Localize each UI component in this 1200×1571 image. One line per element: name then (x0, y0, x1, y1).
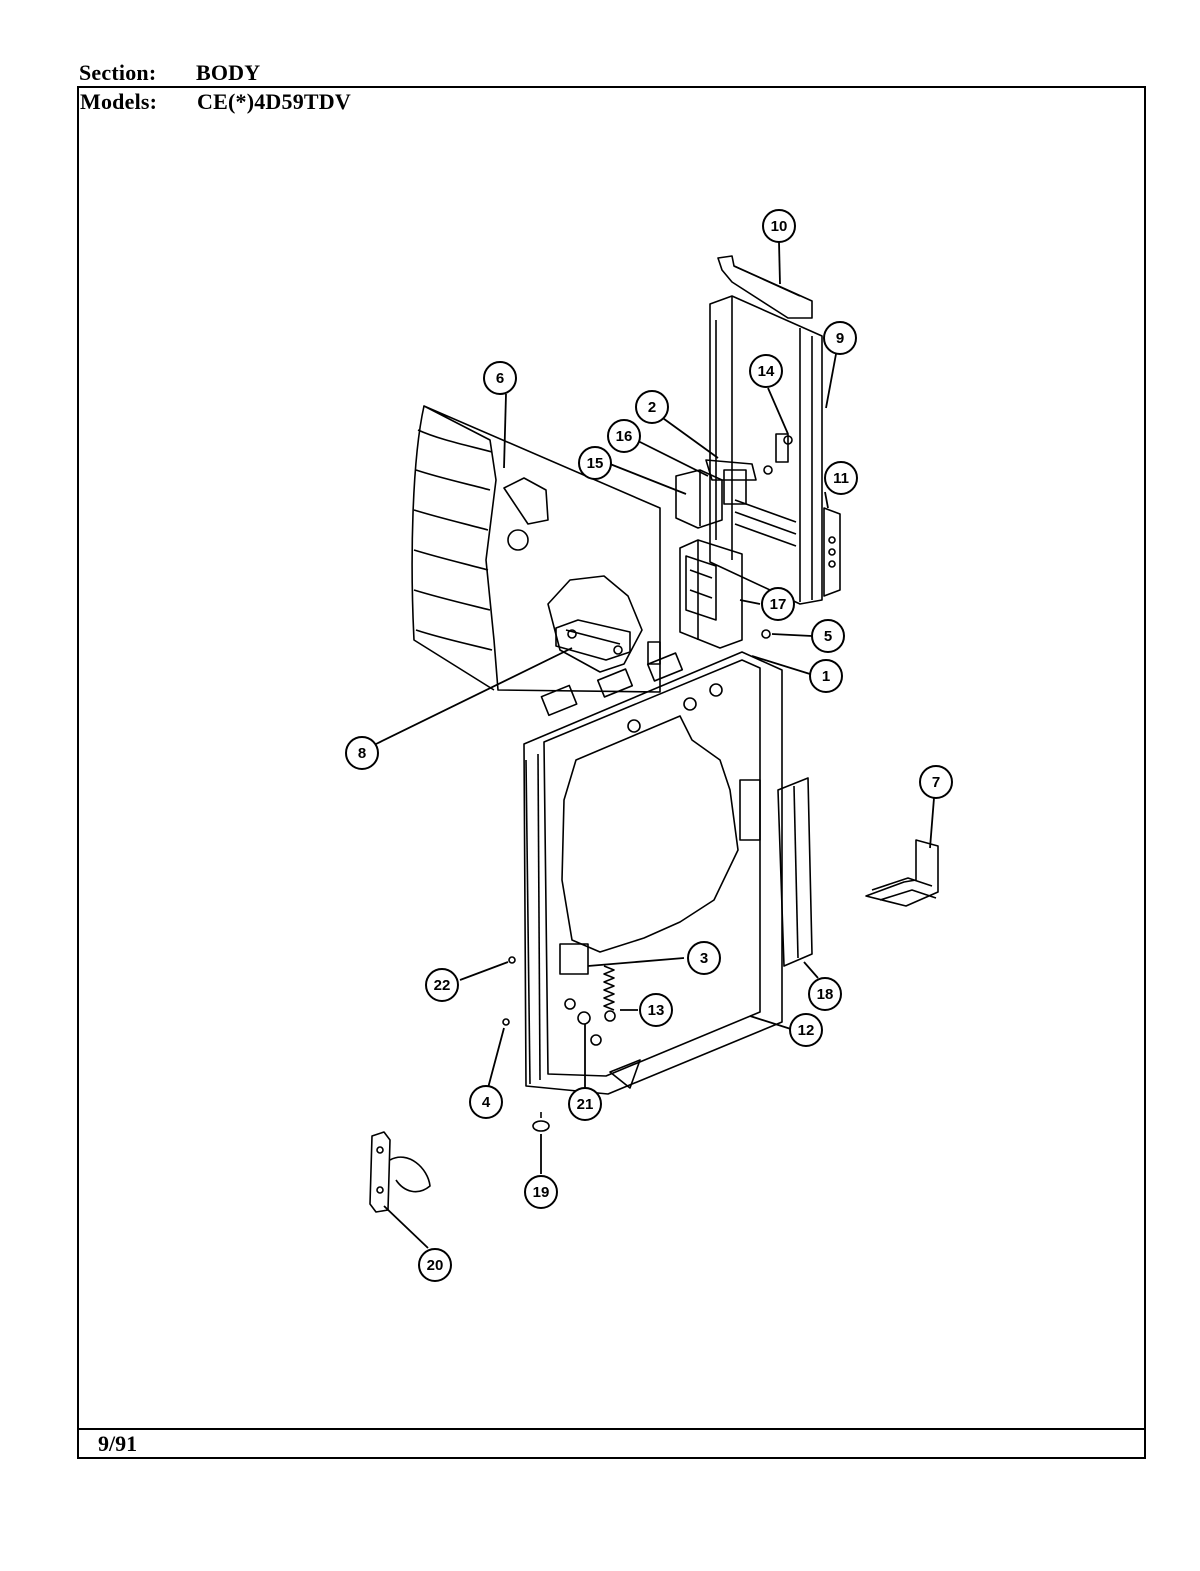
part-20-hinge (369, 1131, 431, 1213)
callout-5: 5 (811, 619, 845, 653)
svg-text:14: 14 (758, 363, 775, 380)
callout-15: 15 (578, 446, 612, 480)
footer-divider (77, 1428, 1146, 1430)
svg-text:7: 7 (932, 774, 940, 791)
callout-12: 12 (789, 1013, 823, 1047)
leader-lines (375, 241, 935, 1249)
svg-text:17: 17 (770, 596, 787, 613)
part-18-side-strip (777, 777, 813, 967)
part-17-filter-box (679, 539, 743, 649)
callout-16: 16 (607, 419, 641, 453)
callout-20: 20 (418, 1248, 452, 1282)
svg-text:11: 11 (833, 470, 849, 487)
svg-text:8: 8 (358, 745, 366, 762)
callout-10: 10 (762, 209, 796, 243)
svg-text:21: 21 (577, 1096, 594, 1113)
svg-text:9: 9 (836, 330, 844, 347)
callout-1: 1 (809, 659, 843, 693)
callout-17: 17 (761, 587, 795, 621)
svg-text:22: 22 (434, 977, 451, 994)
callout-11: 11 (824, 461, 858, 495)
section-label: Section: (79, 60, 157, 85)
part-12-front-cabinet (523, 651, 783, 1095)
part-9-rear-frame (709, 295, 823, 605)
callout-19: 19 (524, 1175, 558, 1209)
part-8-inner-bracket (555, 619, 631, 661)
svg-text:2: 2 (648, 399, 656, 416)
part-11-side-bracket (823, 507, 841, 597)
svg-text:3: 3 (700, 950, 708, 967)
svg-text:6: 6 (496, 370, 504, 387)
svg-text:20: 20 (427, 1257, 444, 1274)
parts-2-15-16-bracket-assembly (675, 459, 773, 529)
svg-text:12: 12 (798, 1022, 815, 1039)
svg-text:13: 13 (648, 1002, 665, 1019)
footer-date: 9/91 (98, 1431, 138, 1456)
callout-7: 7 (919, 765, 953, 799)
svg-text:19: 19 (533, 1184, 550, 1201)
callout-6: 6 (483, 361, 517, 395)
svg-text:4: 4 (482, 1094, 491, 1111)
part-6-back-panel (411, 405, 661, 693)
part-14-screw (783, 435, 793, 445)
part-13-spring (603, 965, 615, 1011)
part-10-top-strip (717, 255, 813, 319)
svg-text:10: 10 (771, 218, 788, 235)
part-7-corner-bracket (865, 839, 939, 907)
part-22-screw (508, 956, 516, 964)
callout-2: 2 (635, 390, 669, 424)
callout-22: 22 (425, 968, 459, 1002)
diagram-frame (77, 86, 1146, 1459)
svg-text:15: 15 (587, 455, 604, 472)
callout-4: 4 (469, 1085, 503, 1119)
section-value: BODY (196, 60, 261, 85)
svg-text:1: 1 (822, 668, 830, 685)
part-19-leveling-foot (532, 1112, 550, 1132)
callout-9: 9 (823, 321, 857, 355)
models-value: CE(*)4D59TDV (197, 89, 351, 114)
part-5-screw (761, 629, 771, 639)
svg-text:16: 16 (616, 428, 633, 445)
callout-8: 8 (345, 736, 379, 770)
svg-text:18: 18 (817, 986, 834, 1003)
part-21-plug (577, 1011, 591, 1025)
callout-14: 14 (749, 354, 783, 388)
svg-text:5: 5 (824, 628, 832, 645)
models-label: Models: (80, 89, 158, 114)
callout-3: 3 (687, 941, 721, 975)
part-4-screw (502, 1018, 510, 1026)
callout-13: 13 (639, 993, 673, 1027)
callout-21: 21 (568, 1087, 602, 1121)
callout-18: 18 (808, 977, 842, 1011)
